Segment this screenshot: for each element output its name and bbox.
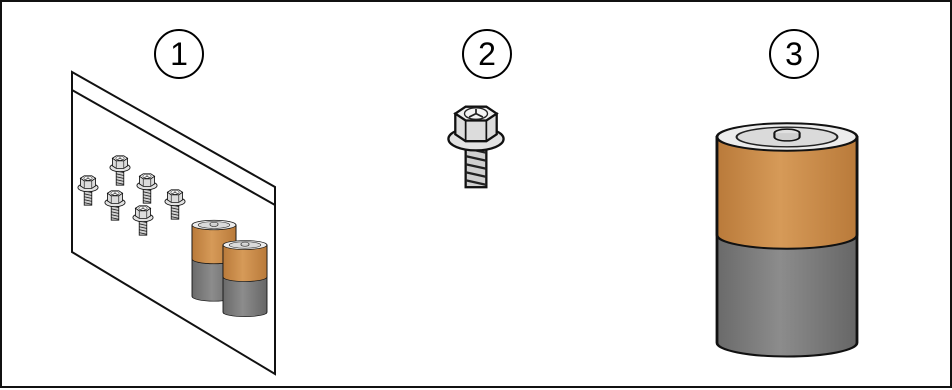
callout-3-number: 3 bbox=[785, 36, 803, 72]
callout-2: 2 bbox=[462, 29, 512, 79]
flange-hex-screw-icon bbox=[447, 105, 505, 189]
callout-2-number: 2 bbox=[478, 36, 496, 72]
callout-1-number: 1 bbox=[170, 36, 188, 72]
bag-battery-icon bbox=[222, 240, 268, 318]
d-cell-battery-icon bbox=[715, 121, 859, 358]
bag-of-parts-icon bbox=[71, 70, 276, 376]
callout-1: 1 bbox=[154, 29, 204, 79]
callout-3: 3 bbox=[769, 29, 819, 79]
